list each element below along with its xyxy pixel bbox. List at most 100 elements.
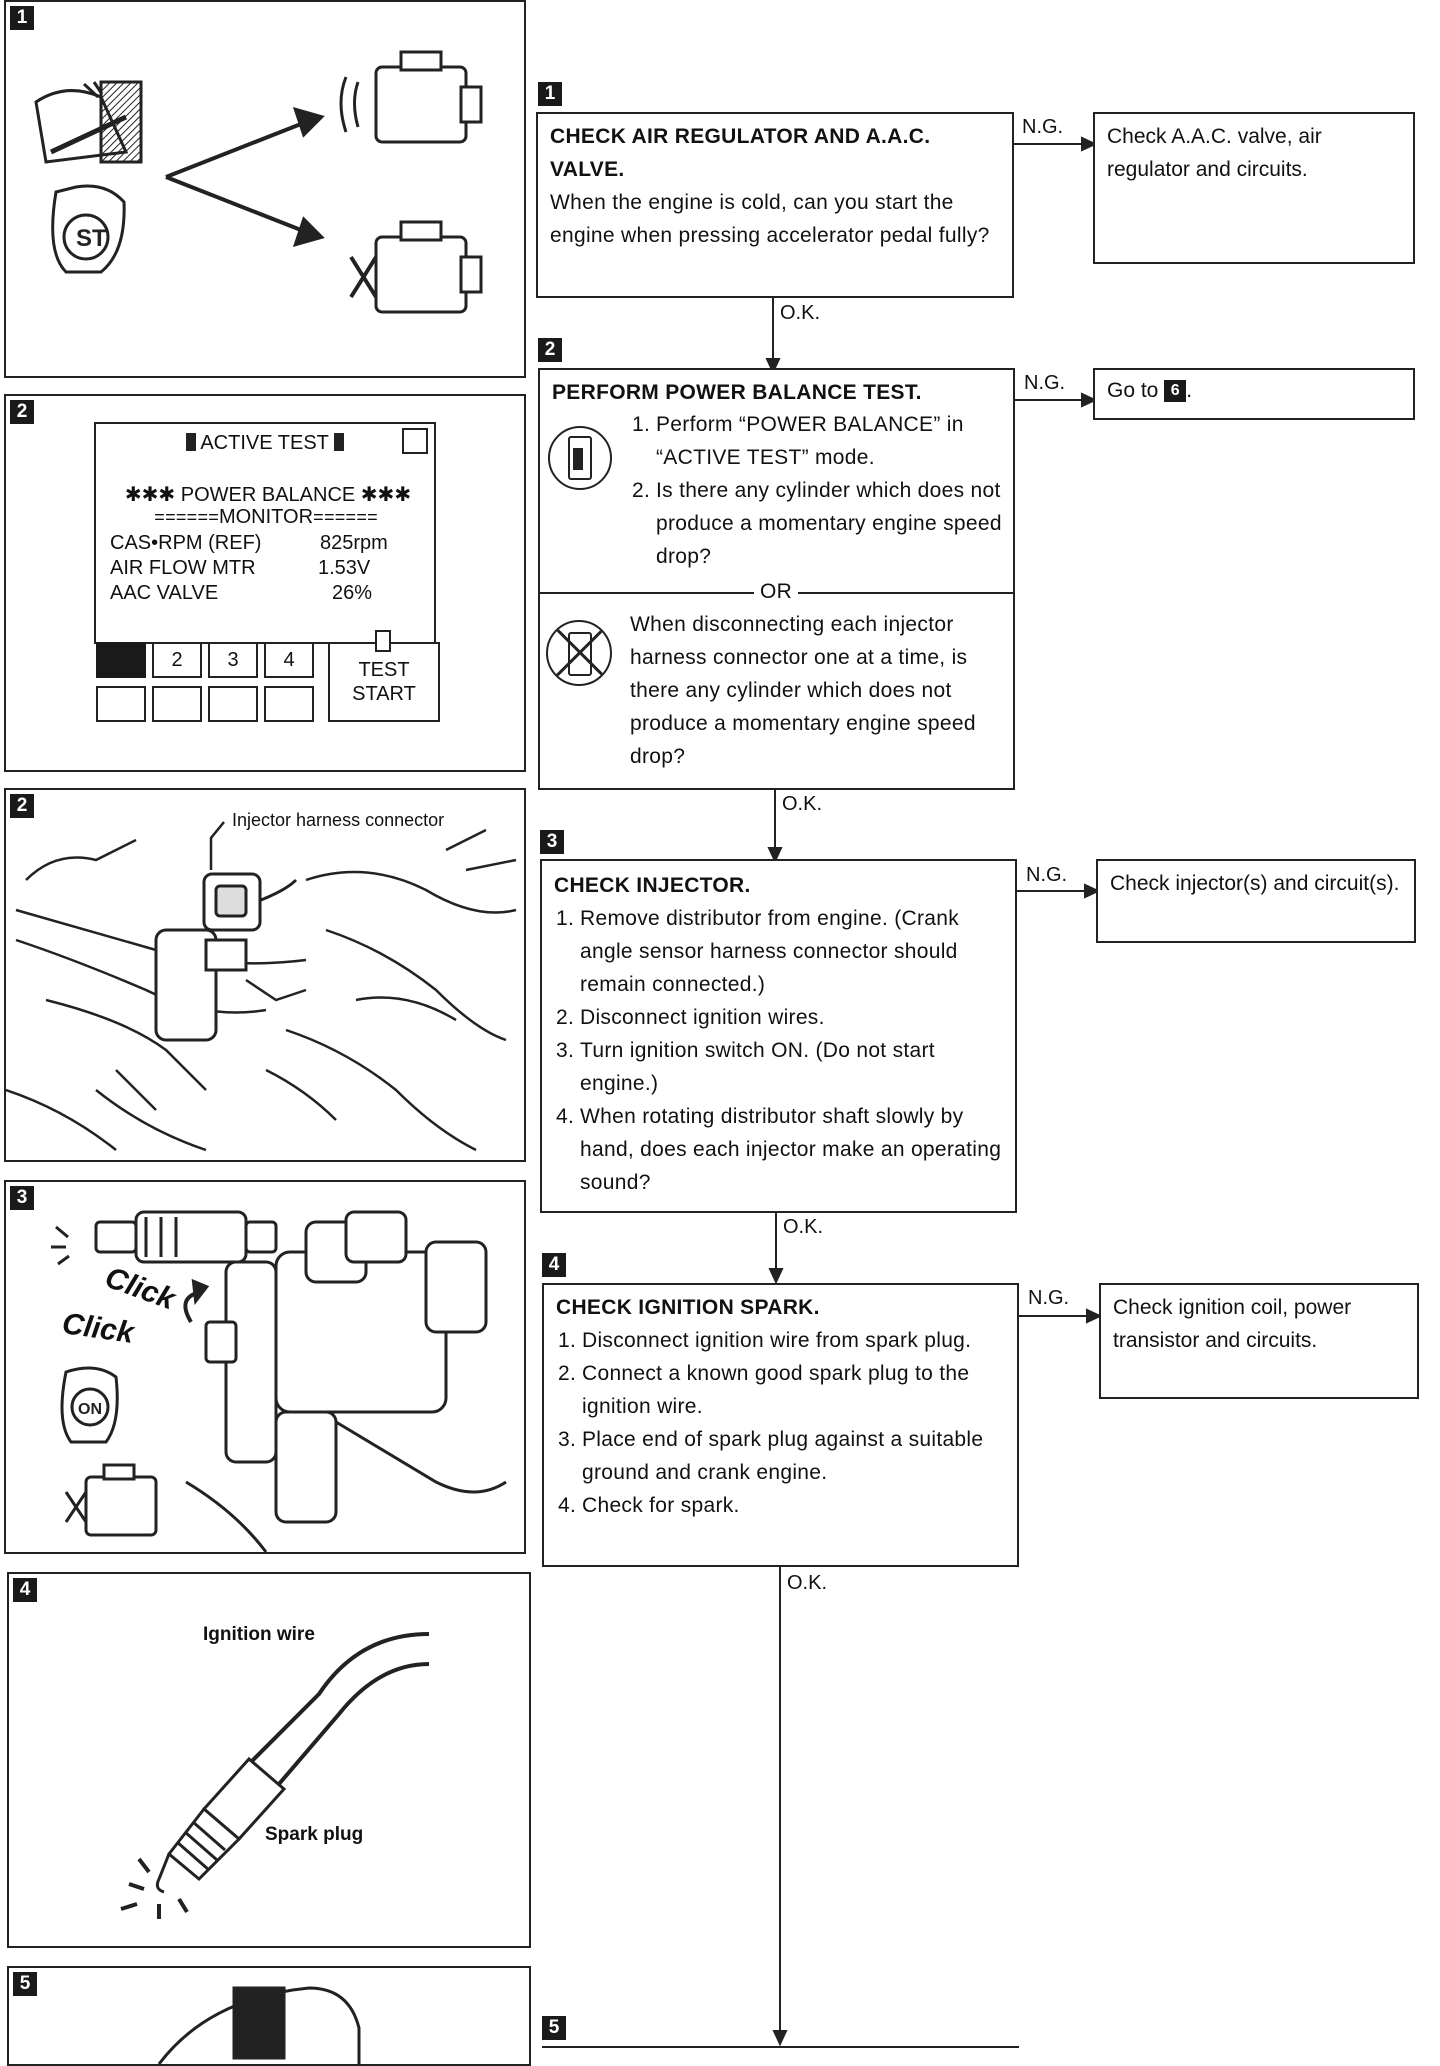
screen-title-label: POWER BALANCE [180,484,356,506]
step-2-instruction-1: 1.Perform “POWER BALANCE” in “ACTIVE TES… [632,413,964,469]
panel-tag: 5 [13,1972,37,1996]
step-1-ok-label: O.K. [780,302,821,324]
svg-text:ST: ST [76,225,107,252]
illustration-panel-6: 5 [7,1966,531,2066]
step-4-ng-label: N.G. [1028,1287,1070,1309]
step-5-box-top-edge [542,2046,1019,2048]
step-tag-1: 1 [538,82,562,106]
empty-button[interactable] [208,686,258,722]
step-3-instruction-3: 3.Turn ignition switch ON. (Do not start… [556,1039,935,1095]
step-4-box: CHECK IGNITION SPARK. 1.Disconnect ignit… [542,1283,1019,1567]
step-3-instruction-1: 1.Remove distributor from engine. (Crank… [556,907,960,996]
screen-row-label: AIR FLOW MTR [110,557,256,579]
step-2-alt-text: When disconnecting each injector harness… [630,613,976,768]
branch-arrows-icon [165,107,325,247]
illustration-panel-1: 1 ST [4,0,526,378]
step-2-title: PERFORM POWER BALANCE TEST. [552,381,922,404]
test-start-button[interactable]: TEST START [328,642,440,722]
screen-row-label: CAS•RPM (REF) [110,532,262,554]
empty-button[interactable] [264,686,314,722]
ignition-wire-icon [247,1632,430,1786]
empty-button[interactable] [96,686,146,722]
ignition-wire-caption: Ignition wire [203,1624,315,1645]
step-4-instruction-3: 3.Place end of spark plug against a suit… [558,1428,984,1484]
cylinder-button-3[interactable]: 3 [208,642,258,678]
step-2-instruction-2: 2.Is there any cylinder which does not p… [632,479,1002,568]
step-4-ng-box: Check ignition coil, power transistor an… [1099,1283,1419,1399]
engine-running-icon [339,50,483,144]
step-3-instruction-2: 2.Disconnect ignition wires. [556,1006,825,1029]
step-3-ng-box: Check injector(s) and circuit(s). [1096,859,1416,943]
step-1-ng-text: Check A.A.C. valve, air regulator and ci… [1107,125,1322,181]
injector-connector-caption: Injector harness connector [232,810,445,830]
panel-tag: 2 [10,794,34,818]
step-2-box: PERFORM POWER BALANCE TEST. 1.Perform “P… [538,368,1015,790]
distributor-icon [185,1210,507,1552]
step-tag-3: 3 [540,830,564,854]
screen-monitor-line: ======MONITOR====== [154,506,378,529]
svg-text:ON: ON [78,1401,102,1418]
cylinder-button-4[interactable]: 4 [264,642,314,678]
step-2-or-label: OR [754,578,799,606]
step-tag-2: 2 [538,338,562,362]
step-1-title: CHECK AIR REGULATOR AND A.A.C. VALVE. [550,125,931,181]
spark-icon [120,1857,189,1919]
start-label: START [352,683,416,705]
panel-tag: 4 [13,1578,37,1602]
consult-screen: ACTIVE TEST ✱✱✱ POWER BALANCE ✱✱✱ ======… [94,422,436,644]
cylinder-button-1[interactable] [96,642,146,678]
screen-header: ACTIVE TEST [96,432,434,455]
step-4-ng-text: Check ignition coil, power transistor an… [1113,1296,1352,1352]
step-2-ng-box: Go to 6. [1093,368,1415,420]
screen-header-label: ACTIVE TEST [200,432,329,454]
step-1-ng-box: Check A.A.C. valve, air regulator and ci… [1093,112,1415,264]
spark-plug-icon [155,1756,287,1894]
panel-tag: 2 [10,400,34,424]
empty-button[interactable] [152,686,202,722]
step-1-ng-label: N.G. [1022,116,1064,138]
screen-row-label: AAC VALVE [110,582,219,604]
screen-corner-box [402,428,428,454]
step-2-ng-text: Go to [1107,379,1159,402]
screen-row-value: 825rpm [320,532,388,554]
injector-icon [94,1210,278,1264]
cylinder-button-2[interactable]: 2 [152,642,202,678]
step-2-instructions: 1.Perform “POWER BALANCE” in “ACTIVE TES… [624,408,1004,573]
illustration-panel-2-consult-screen: 2 ACTIVE TEST ✱✱✱ POWER BALANCE ✱✱✱ ====… [4,394,526,772]
screen-row-2: AIR FLOW MTR 1.53V [110,557,420,580]
spark-plug-caption: Spark plug [265,1824,364,1845]
step-3-instructions: 1.Remove distributor from engine. (Crank… [548,902,1005,1199]
step-ref-6: 6 [1164,380,1187,403]
engine-bay-drawing [6,821,517,1152]
spark-plug-drawing [120,1632,430,1919]
engine-not-running-icon [349,220,483,314]
finger-pointer-icon [375,630,391,652]
step-4-instructions: 1.Disconnect ignition wire from spark pl… [550,1324,1007,1522]
step-4-instruction-4: 4.Check for spark. [558,1494,740,1517]
distributor-drawing: ON [51,1210,507,1552]
engine-cranking-icon [64,1463,158,1537]
step-4-title: CHECK IGNITION SPARK. [556,1296,820,1319]
step-2-ok-label: O.K. [782,793,823,815]
step-tag-5: 5 [542,2016,566,2040]
illustration-panel-3-injector-connector: 2 Injector harness connector [4,788,526,1162]
accelerator-pedal-icon [34,80,143,164]
screen-monitor-label: MONITOR [218,506,314,528]
screen-row-1: CAS•RPM (REF) 825rpm [110,532,420,555]
panel-tag: 3 [10,1186,34,1210]
panel-tag: 1 [10,6,34,30]
ignition-key-start-icon: ST [51,184,126,274]
step-3-ok-label: O.K. [783,1216,824,1238]
screen-row-value: 1.53V [318,557,371,579]
screen-row-3: AAC VALVE 26% [110,582,420,605]
step-tag-4: 4 [542,1253,566,1277]
step-3-title: CHECK INJECTOR. [554,874,751,897]
no-consult-icon [546,620,612,686]
ignition-switch-on-icon: ON [60,1366,119,1444]
step-3-ng-text: Check injector(s) and circuit(s). [1110,872,1400,895]
step-1-box: CHECK AIR REGULATOR AND A.A.C. VALVE. Wh… [536,112,1014,298]
injector-icon [154,872,298,1042]
screen-title: ✱✱✱ POWER BALANCE ✱✱✱ [124,484,412,506]
step-2-ng-label: N.G. [1024,372,1066,394]
step-4-instruction-1: 1.Disconnect ignition wire from spark pl… [558,1329,972,1352]
